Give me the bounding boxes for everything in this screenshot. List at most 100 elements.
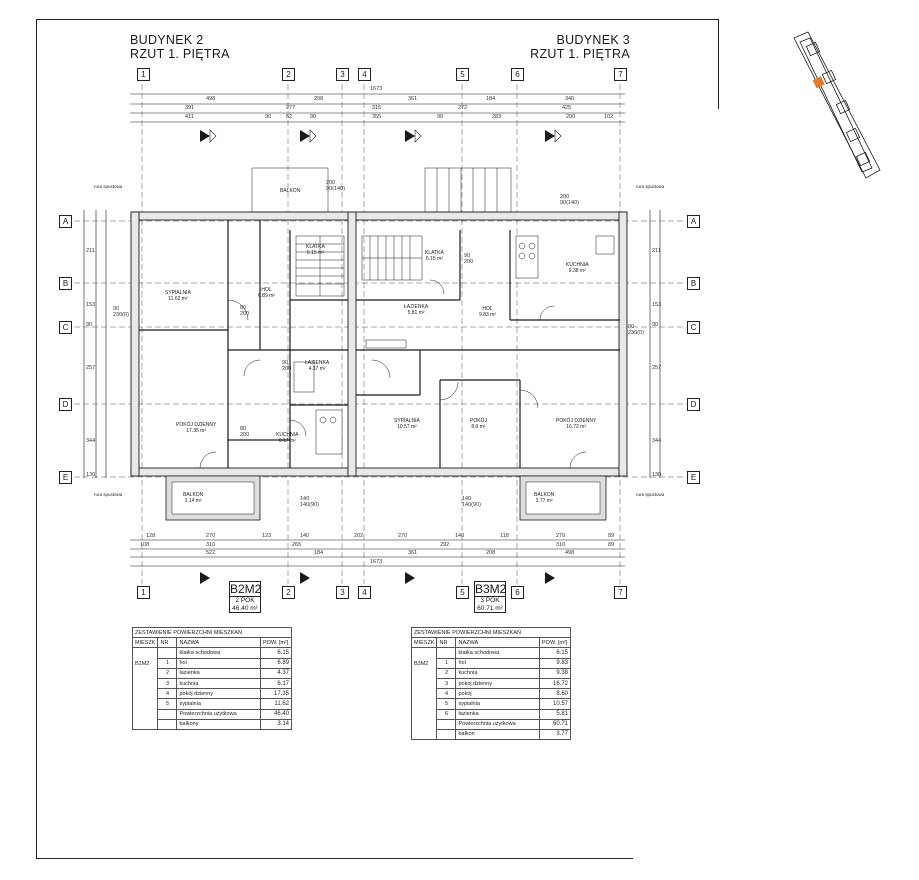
dim-right-4: 344	[652, 438, 662, 444]
dim-top-r2-2: 315	[372, 105, 382, 111]
table-cell: 3	[436, 677, 457, 690]
table-cell: 3.77	[539, 728, 571, 741]
table-cell: 3	[157, 677, 178, 690]
area-schedule-b2m2: ZESTAWIENIE POWIERZCHNI MIESZKAŃ MIESZK …	[131, 626, 292, 730]
table-cell: łazienka	[455, 708, 540, 720]
dim-top-r3-1: 90	[265, 114, 272, 120]
table-cell: klatka schodowa	[176, 647, 261, 659]
table-cell: pokój	[455, 688, 540, 700]
table-cell: hol	[176, 657, 261, 669]
axis-row-right-b: B	[687, 277, 700, 290]
dim-top-r3-2: 52	[286, 114, 293, 120]
table-cell: sypialnia	[455, 698, 540, 710]
table-cell: kuchnia	[455, 667, 540, 679]
table-cell: pokój dzienny	[455, 677, 540, 690]
dim-right-0: 211	[652, 248, 661, 254]
building-3-name: BUDYNEK 3	[556, 33, 630, 47]
table-cell	[157, 718, 178, 730]
opening-label: 90 230(0)	[628, 324, 644, 336]
dim-top-r1-3: 184	[486, 96, 496, 102]
axis-row-right-a: A	[687, 215, 700, 228]
table-cell: sypialnia	[176, 698, 261, 710]
table-cell: 1	[157, 657, 178, 669]
downpipe-note: rura spustowa	[636, 492, 665, 497]
dim-bot-r2-4: 310	[556, 542, 566, 548]
dim-left-2: 90	[86, 322, 93, 328]
table-cell: 2	[157, 667, 178, 679]
table-cell: 5	[436, 698, 457, 710]
dim-top-r2-1: 277	[286, 105, 296, 111]
axis-col-top-2: 2	[282, 68, 295, 81]
building-2-floor: RZUT 1. PIĘTRA	[130, 47, 230, 61]
axis-col-top-7: 7	[614, 68, 627, 81]
dim-left-3: 257	[86, 365, 96, 371]
dim-bot-r1-0: 128	[146, 533, 156, 539]
dim-bot-r3-1: 184	[314, 550, 324, 556]
table-cell: hol	[455, 657, 540, 669]
unit-tag-b3m2: B3M2 3 POK 60.71 m²	[474, 581, 506, 613]
dim-bot-r2-3: 292	[440, 542, 450, 548]
table-header: POW. [m²]	[260, 637, 292, 649]
dim-bot-r2-2: 265	[292, 542, 302, 548]
dim-bot-r3-0: 522	[206, 550, 216, 556]
axis-row-left-b: B	[59, 277, 72, 290]
dim-top-r3-7: 200	[566, 114, 576, 120]
table-header: NAZWA	[455, 637, 540, 649]
dim-bot-r1-6: 140	[455, 533, 465, 539]
dim-left-1: 153	[86, 302, 96, 308]
opening-label: 80 200	[240, 305, 250, 317]
opening-label: 140 140(90)	[462, 496, 481, 508]
dim-top-r2-4: 425	[562, 105, 572, 111]
unit-area: 60.71 m²	[477, 604, 503, 612]
downpipe-note: rura spustowa	[94, 492, 123, 497]
table-cell: 9.38	[539, 667, 571, 679]
downpipe-note: rura spustowa	[94, 184, 123, 189]
opening-label: 80 200	[240, 426, 250, 438]
table-cell: 6.15	[539, 647, 571, 659]
building-3-title: BUDYNEK 3 RZUT 1. PIĘTRA	[520, 33, 630, 61]
sheet-frame-bottom	[36, 858, 633, 859]
building-2-title: BUDYNEK 2 RZUT 1. PIĘTRA	[130, 33, 230, 61]
table-unit-cell: B2M2	[131, 647, 159, 730]
dim-top-r2-3: 272	[458, 105, 468, 111]
dim-bot-r3-3: 208	[486, 550, 496, 556]
table-cell: 46.40	[260, 708, 292, 720]
axis-col-bottom-3: 3	[336, 586, 349, 599]
table-cell: Powierzchnia użytkowa	[455, 718, 540, 730]
dim-left-5: 130	[86, 472, 96, 478]
table-cell: 6.17	[260, 677, 292, 690]
room-label: BALKON	[280, 188, 301, 194]
dim-bot-r1-7: 118	[500, 533, 509, 539]
table-cell: 17.35	[260, 688, 292, 700]
dim-right-5: 130	[652, 472, 662, 478]
axis-row-left-a: A	[59, 215, 72, 228]
dim-bot-r2-0: 108	[140, 542, 150, 548]
dim-bot-overall: 1673	[370, 559, 383, 565]
unit-area: 46.40 m²	[232, 604, 258, 612]
table-cell: 3.14	[260, 718, 292, 730]
axis-row-left-d: D	[59, 398, 72, 411]
unit-rooms: 3 POK	[480, 597, 500, 604]
table-cell: Powierzchnia użytkowa	[176, 708, 261, 720]
table-cell	[157, 647, 178, 659]
dim-bot-r1-5: 270	[398, 533, 408, 539]
building-2-name: BUDYNEK 2	[130, 33, 204, 47]
dim-left-4: 344	[86, 438, 96, 444]
table-cell: 6	[436, 708, 457, 720]
table-cell: 8.60	[539, 688, 571, 700]
dim-top-r1-4: 346	[565, 96, 575, 102]
dim-top-r3-4: 355	[372, 114, 382, 120]
axis-col-top-1: 1	[137, 68, 150, 81]
sheet-frame-left	[36, 19, 37, 859]
unit-code: B2M2	[230, 582, 262, 597]
opening-label: 200 90(140)	[560, 194, 579, 206]
table-header: NAZWA	[176, 637, 261, 649]
key-plan	[793, 31, 881, 179]
axis-row-right-c: C	[687, 321, 700, 334]
